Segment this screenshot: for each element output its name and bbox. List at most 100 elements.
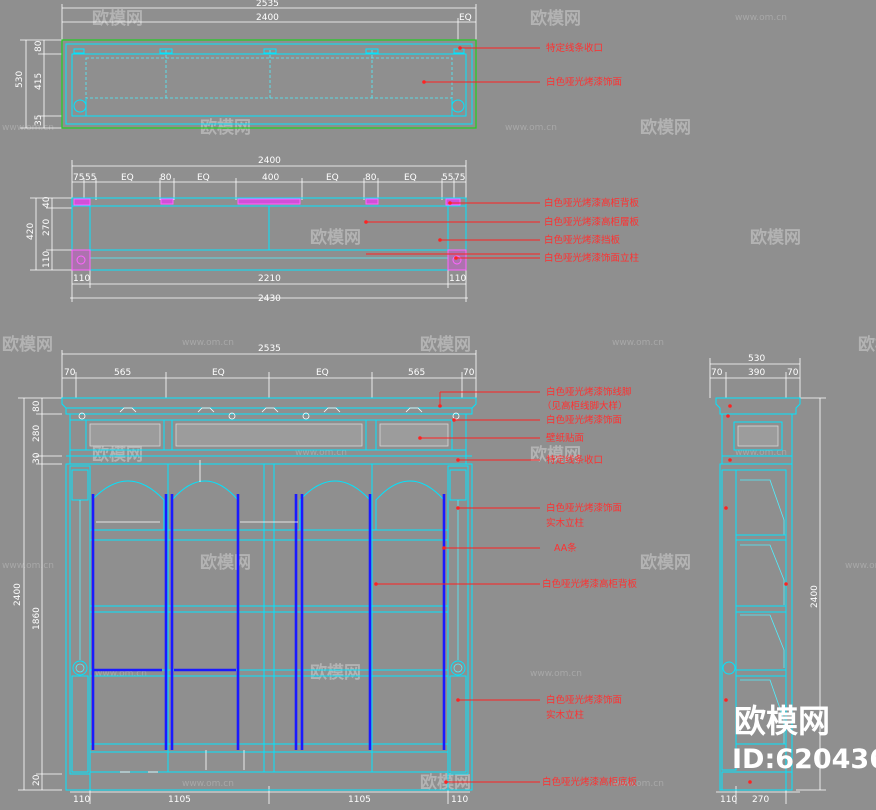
middle-plan-dimensions: 2400 75 55 EQ 80 EQ 400 EQ 80 EQ 55 75 <box>26 156 468 304</box>
elevation-callouts: 白色哑光烤漆饰线脚 （见高柜线脚大样） 白色哑光烤漆饰面 壁纸贴面 特定线条收口… <box>374 386 638 788</box>
shelves <box>89 464 449 791</box>
dim-label: EQ <box>459 13 472 23</box>
dim-label: 530 <box>15 71 25 88</box>
watermark-text: 欧模网 <box>310 662 361 683</box>
dim-label: 110 <box>73 795 90 805</box>
callout-label: 白色哑光烤漆饰线脚 <box>546 386 632 398</box>
dim-label: 2400 <box>810 585 820 608</box>
callout-label: 白色哑光烤漆高柜層板 <box>544 216 640 228</box>
dim-label: 110 <box>73 274 90 284</box>
dim-label: EQ <box>326 173 339 183</box>
watermark-text: 欧模网 <box>92 8 143 29</box>
callout-label: 特定线条收口 <box>546 454 603 466</box>
callout-label: 壁纸贴面 <box>546 432 584 444</box>
dim-label: 110 <box>720 795 737 805</box>
cabinet-body <box>65 463 473 791</box>
dim-label: 40 <box>42 196 52 208</box>
post-square <box>71 249 91 271</box>
dim-label: 420 <box>26 223 36 240</box>
dim-label: 1860 <box>32 607 42 630</box>
dim-label: EQ <box>316 368 329 378</box>
callout-label: 白色哑光烤漆饰面 <box>546 76 622 88</box>
callout-label: 白色哑光烤漆高柜背板 <box>544 197 640 209</box>
dim-label: 55 <box>85 173 96 183</box>
watermark-url: www.om.cn <box>505 123 557 133</box>
middle-plan-view: 2400 75 55 EQ 80 EQ 400 EQ 80 EQ 55 75 <box>26 156 640 304</box>
dim-label: 110 <box>451 795 468 805</box>
watermark-url: www.om.cn <box>182 338 234 348</box>
plate-marker <box>160 198 174 205</box>
callout-label: 白色哑光烤漆饰面 <box>546 694 622 706</box>
top-plan-view: 2535 2400 EQ 530 80 415 35 <box>15 0 622 129</box>
inner-dimensions <box>96 460 298 773</box>
dim-label: 110 <box>449 274 466 284</box>
dim-label: 70 <box>64 368 76 378</box>
brand-logo: 欧模网 <box>734 702 830 740</box>
dim-label: 415 <box>34 73 44 90</box>
dim-label: 280 <box>32 425 42 442</box>
watermark-text: 欧模网 <box>420 334 471 355</box>
plate-marker <box>73 198 91 206</box>
watermark-text: 欧模网 <box>640 117 691 138</box>
brand-id: ID:620436 <box>732 744 876 775</box>
side-dimensions: 530 70 390 70 2400 110 270 <box>709 354 826 805</box>
watermark-url: www.om.cn <box>845 561 876 571</box>
brand-badge: 欧模网 ID:620436 <box>732 702 876 775</box>
elevation-dimensions: 2535 70 565 EQ EQ 565 70 80 280 30 2400 … <box>13 344 477 805</box>
dim-label: 2400 <box>13 583 23 606</box>
dim-label: 75 <box>454 173 465 183</box>
side-elevation-view: 530 70 390 70 2400 110 270 <box>709 354 826 805</box>
watermark-layer: 欧模网 欧模网 www.om.cn 欧模网 欧模网 www.om.cn www.… <box>2 8 876 793</box>
post-square <box>447 249 467 271</box>
callout-label: 实木立柱 <box>546 709 585 721</box>
watermark-url: www.om.cn <box>182 779 234 789</box>
callout-label: 白色哑光烤漆高柜底板 <box>542 776 638 788</box>
wallpaper-panel <box>175 423 363 447</box>
top-plan-dimensions: 2535 2400 EQ 530 80 415 35 <box>15 0 477 129</box>
watermark-url: www.om.cn <box>612 338 664 348</box>
watermark-url: www.om.cn <box>612 779 664 789</box>
watermark-url: www.om.cn <box>735 13 787 23</box>
plate-marker <box>445 198 461 206</box>
led-strips <box>91 494 446 750</box>
callout-label: （见高柜线脚大样） <box>542 400 628 412</box>
watermark-text: 欧模网 <box>200 552 251 573</box>
dim-label: EQ <box>212 368 225 378</box>
top-plan-outline <box>61 39 477 129</box>
dim-label: 70 <box>787 368 799 378</box>
dim-label: 2535 <box>258 344 281 354</box>
callout-label: AA条 <box>554 542 577 554</box>
dim-label: EQ <box>404 173 417 183</box>
dim-label: 2400 <box>256 13 279 23</box>
watermark-url: www.om.cn <box>530 669 582 679</box>
front-elevation-view: 2535 70 565 EQ EQ 565 70 80 280 30 2400 … <box>13 344 638 805</box>
wallpaper-panel <box>379 423 449 447</box>
dim-label: 1105 <box>168 795 191 805</box>
watermark-url: www.om.cn <box>95 669 147 679</box>
pilasters <box>69 465 469 775</box>
plate-marker <box>365 198 379 205</box>
watermark-text: 欧模网 <box>2 334 53 355</box>
dim-label: 70 <box>463 368 475 378</box>
middle-plan-callouts: 白色哑光烤漆高柜背板 白色哑光烤漆高柜層板 白色哑光烤漆挡板 白色哑光烤漆饰面立… <box>364 197 640 264</box>
dim-label: 35 <box>34 115 44 126</box>
dim-label: 80 <box>34 40 44 52</box>
callout-label: 白色哑光烤漆饰面 <box>546 502 622 514</box>
watermark-url: www.om.cn <box>2 561 54 571</box>
watermark-url: www.om.cn <box>295 448 347 458</box>
dim-label: EQ <box>121 173 134 183</box>
watermark-text: 欧模网 <box>310 227 361 248</box>
dim-label: 30 <box>32 452 42 464</box>
dim-label: 20 <box>32 774 42 786</box>
dim-label: 55 <box>442 173 453 183</box>
dim-label: 75 <box>73 173 84 183</box>
dim-label: 2400 <box>258 156 281 166</box>
wallpaper-panel <box>737 425 779 447</box>
dim-label: 530 <box>748 354 765 364</box>
callout-label: 白色哑光烤漆高柜背板 <box>542 578 638 590</box>
dim-label: 80 <box>160 173 172 183</box>
wallpaper-panel <box>89 423 161 447</box>
dim-label: 70 <box>711 368 723 378</box>
